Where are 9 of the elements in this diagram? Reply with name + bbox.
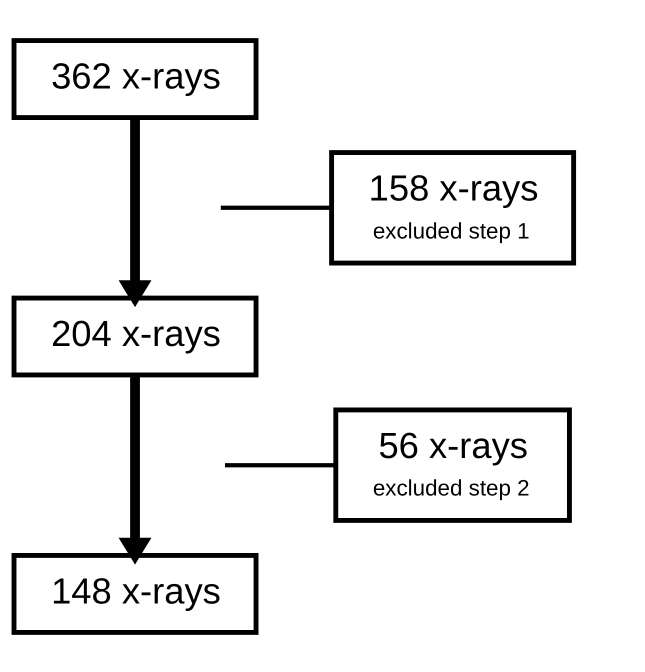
node-box: 362 x-rays xyxy=(12,38,258,120)
node-box: 148 x-rays xyxy=(12,552,258,634)
arrow xyxy=(118,374,152,564)
node-box: 56 x-rays excluded step 2 xyxy=(333,407,572,522)
connector xyxy=(225,462,336,467)
node-box: 204 x-rays xyxy=(12,295,258,377)
node-box: 158 x-rays excluded step 1 xyxy=(329,150,576,265)
connector xyxy=(220,205,332,210)
arrow xyxy=(118,118,152,307)
